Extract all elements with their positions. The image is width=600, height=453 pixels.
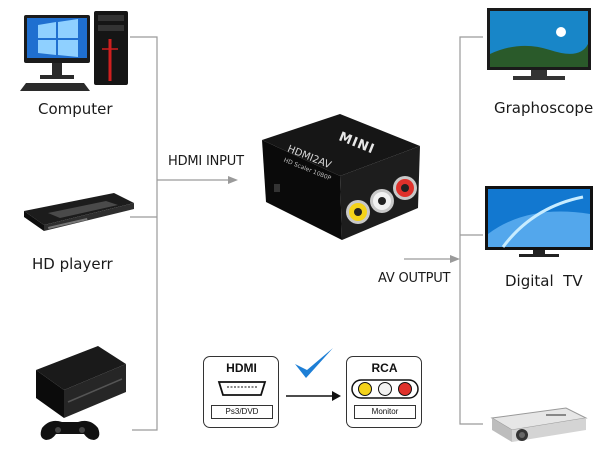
rca-jack-white bbox=[370, 189, 394, 213]
rca-port-icon bbox=[351, 379, 419, 399]
graphoscope-device bbox=[483, 2, 595, 86]
game-console-device bbox=[28, 340, 138, 445]
device-label-hd-player: HD playerr bbox=[32, 255, 113, 273]
rca-legend-title: RCA bbox=[371, 361, 398, 375]
hd-player-icon bbox=[24, 193, 134, 231]
rca-jack-yellow bbox=[346, 200, 370, 224]
monitor-icon bbox=[487, 8, 591, 80]
legend-arrow-icon bbox=[286, 391, 341, 401]
tv-icon bbox=[485, 186, 593, 257]
hdmi-port-icon bbox=[217, 381, 267, 396]
converter-device: MINI HDMI2AV HD Scaler 1080P bbox=[230, 100, 430, 250]
digital-tv-device bbox=[483, 184, 595, 260]
converter-icon bbox=[262, 114, 420, 240]
hdmi-input-label: HDMI INPUT bbox=[168, 154, 244, 169]
check-icon bbox=[295, 348, 333, 378]
device-label-graphoscope: Graphoscope bbox=[494, 99, 594, 117]
av-output-label: AV OUTPUT bbox=[378, 271, 451, 286]
game-console-icon bbox=[36, 346, 126, 440]
rca-legend-sub: Monitor bbox=[354, 405, 416, 419]
projector-icon bbox=[490, 407, 588, 442]
hdmi-legend-sub: Ps3/DVD bbox=[211, 405, 273, 419]
hdmi-legend-title: HDMI bbox=[226, 361, 257, 375]
projector-device bbox=[486, 402, 590, 448]
rca-jack-red bbox=[393, 176, 417, 200]
device-label-computer: Computer bbox=[38, 100, 113, 118]
hd-player-device bbox=[18, 185, 138, 245]
computer-icon bbox=[20, 11, 128, 91]
computer-device bbox=[18, 5, 138, 95]
device-label-digital-tv: Digital TV bbox=[505, 272, 583, 290]
